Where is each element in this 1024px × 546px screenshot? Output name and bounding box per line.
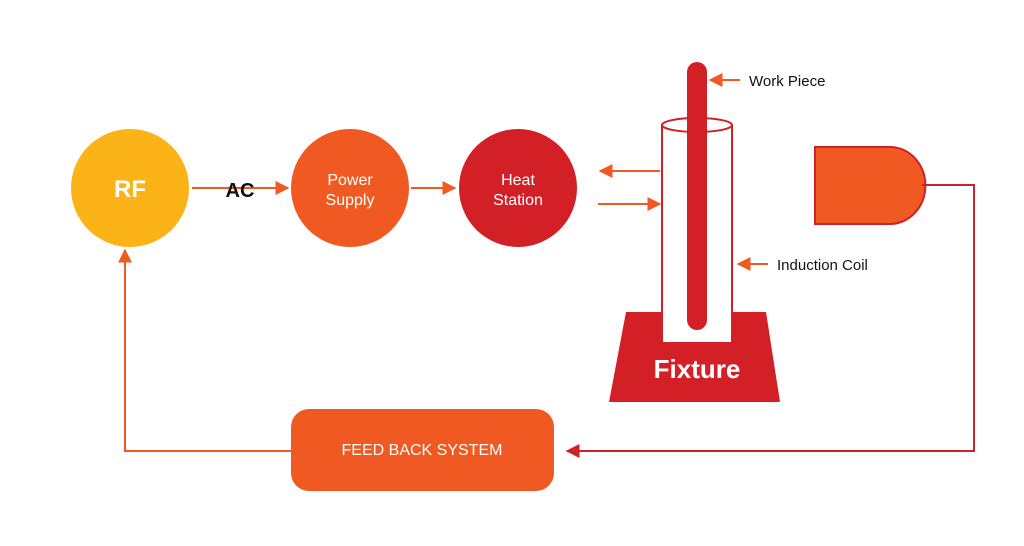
rf-node: RF [71, 129, 189, 247]
feedback-system-box [291, 409, 554, 491]
induction-coil-label: Induction Coil [777, 257, 868, 274]
feedback-to-rf-line [118, 248, 291, 452]
work-piece-rod [687, 62, 707, 330]
work-piece-label: Work Piece [749, 73, 825, 90]
heat-station-circle [459, 129, 577, 247]
rf-label: RF [114, 176, 146, 203]
sensor-to-feedback-line [565, 184, 975, 458]
rf-circle [71, 129, 189, 247]
ac-label: AC [226, 180, 255, 202]
feedback-system-label: FEED BACK SYSTEM [342, 442, 503, 459]
heat-station-label-line1: Heat [501, 172, 535, 189]
power-supply-label-line1: Power [327, 172, 373, 189]
fixture: Fixture [609, 312, 780, 402]
heat-station-label-line2: Station [493, 192, 543, 209]
feedback-system-node: FEED BACK SYSTEM [291, 409, 554, 491]
fixture-label: Fixture [654, 354, 741, 384]
power-supply-label-line2: Supply [326, 192, 375, 209]
power-supply-circle [291, 129, 409, 247]
sensor-shape [814, 146, 927, 225]
heat-station-node: Heat Station [459, 129, 577, 247]
power-supply-node: Power Supply [291, 129, 409, 247]
fixture-base [609, 312, 780, 402]
